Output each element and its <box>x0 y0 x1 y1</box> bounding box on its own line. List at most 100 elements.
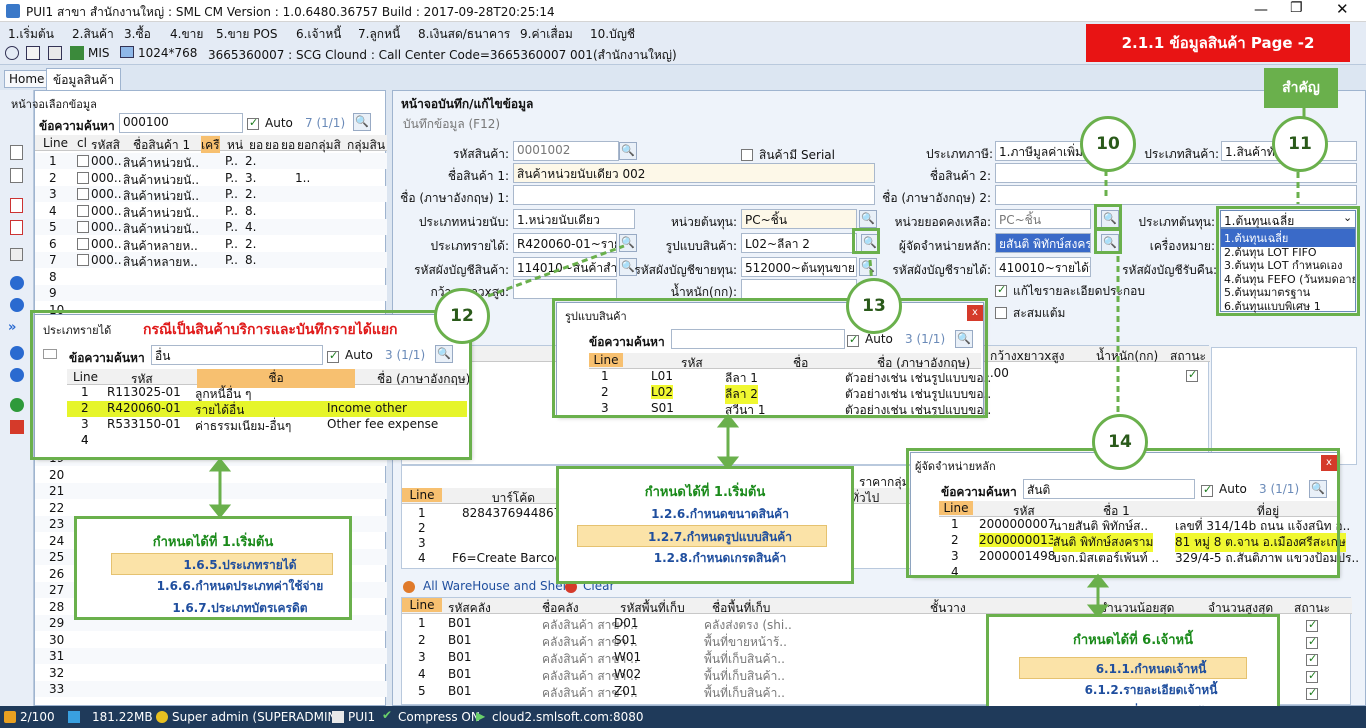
stock-unit-search-icon[interactable]: 🔍 <box>1101 210 1119 228</box>
clear-icon[interactable] <box>565 581 577 593</box>
list-icon[interactable] <box>10 248 23 261</box>
cost-option[interactable]: 1.ต้นทุนเฉลี่ย <box>1221 229 1355 247</box>
table-row[interactable]: 32 <box>35 665 387 681</box>
pattern-field[interactable]: L02~ลีลา 2 <box>741 233 857 253</box>
menu-buy[interactable]: 3.ซื้อ <box>124 27 151 41</box>
income-acc-field[interactable]: 410010~รายได้จาก <box>995 257 1091 277</box>
row-checkbox[interactable] <box>77 204 89 217</box>
menu-sell[interactable]: 4.ขาย <box>170 27 204 41</box>
tab-product-info[interactable]: ข้อมูลสินค้า <box>46 68 121 93</box>
table-row[interactable]: 9 <box>35 285 387 301</box>
supplier-search-icon[interactable]: 🔍 <box>1309 480 1327 498</box>
table-row[interactable]: 24 <box>35 533 387 549</box>
income-search-icon[interactable]: 🔍 <box>619 234 637 252</box>
unit-row-status[interactable] <box>1186 368 1198 382</box>
name1-field[interactable]: สินค้าหน่วยนับเดียว 002 <box>513 163 875 183</box>
wh-row-status[interactable] <box>1306 652 1318 666</box>
close-red-icon[interactable] <box>10 420 24 434</box>
supplier-search-input[interactable]: สันติ <box>1023 479 1195 499</box>
delete-icon[interactable] <box>10 220 23 235</box>
help-icon[interactable] <box>10 398 24 412</box>
wh-row-status[interactable] <box>1306 669 1318 683</box>
minimize-button[interactable]: — <box>1254 2 1268 18</box>
acc-search-icon[interactable]: 🔍 <box>619 258 637 276</box>
table-row[interactable]: 28 <box>35 599 387 615</box>
income-search-icon[interactable]: 🔍 <box>435 345 453 363</box>
eng1-field[interactable] <box>513 185 875 205</box>
menu-pos[interactable]: 5.ขาย POS <box>216 27 278 41</box>
row-checkbox[interactable] <box>77 221 89 233</box>
search-input[interactable]: 000100 <box>119 113 243 133</box>
income-search-input[interactable]: อื่น <box>151 345 323 365</box>
table-row[interactable]: 8 <box>35 269 387 285</box>
clock-icon[interactable] <box>5 46 19 60</box>
maximize-button[interactable]: ❐ <box>1290 0 1303 16</box>
edit-detail-checkbox[interactable] <box>995 283 1007 297</box>
close-button[interactable]: ✕ <box>1336 0 1349 18</box>
pattern-close-icon[interactable]: x <box>967 305 983 321</box>
calc-icon[interactable] <box>48 46 62 60</box>
cost-unit-search-icon[interactable]: 🔍 <box>859 210 877 228</box>
menu-product[interactable]: 2.สินค้า <box>72 27 114 41</box>
up-arrow-icon[interactable] <box>10 346 24 360</box>
table-row[interactable]: 10 <box>35 302 387 318</box>
row-checkbox[interactable] <box>77 155 89 167</box>
cost-option[interactable]: 4.ต้นทุน FEFO (วันหมดอายุ) <box>1224 272 1355 286</box>
menu-cash[interactable]: 8.เงินสด/ธนาคาร <box>418 27 511 41</box>
menu-account[interactable]: 10.บัญชี <box>590 27 636 41</box>
menu-payable[interactable]: 6.เจ้าหนี้ <box>296 27 342 41</box>
save-button[interactable]: บันทึกข้อมูล (F12) <box>403 117 501 131</box>
forward-arrow-icon[interactable] <box>10 298 24 312</box>
sale-acc-field[interactable]: 512000~ต้นทุนขาย (l <box>741 257 857 277</box>
new-icon[interactable] <box>10 145 23 160</box>
table-row[interactable]: 31 <box>35 648 387 664</box>
menu-depreciation[interactable]: 9.ค่าเสื่อม <box>520 27 573 41</box>
row-checkbox[interactable] <box>77 171 89 184</box>
panel-icon[interactable] <box>26 46 40 60</box>
down-arrow-icon[interactable] <box>10 368 24 382</box>
row-checkbox[interactable] <box>77 237 89 250</box>
wh-row-status[interactable] <box>1306 635 1318 649</box>
name2-field[interactable] <box>995 163 1357 183</box>
pattern-search-input[interactable] <box>671 329 845 349</box>
tab-home[interactable]: Home <box>4 70 50 88</box>
cost-option[interactable]: 2.ต้นทุน LOT FIFO <box>1224 245 1317 259</box>
table-row[interactable]: 4 <box>939 565 1337 581</box>
warehouse-title[interactable]: All WareHouse and Shelf <box>423 579 571 593</box>
code-search-icon[interactable]: 🔍 <box>619 142 637 160</box>
table-row[interactable]: 2 <box>402 521 962 537</box>
code-field[interactable]: 0001002 <box>513 141 619 161</box>
wh-row-status[interactable] <box>1306 686 1318 700</box>
stock-unit-field[interactable]: PC~ชิ้น <box>995 209 1091 229</box>
cost-unit-field[interactable]: PC~ชิ้น <box>741 209 857 229</box>
wh-row-status[interactable] <box>1306 618 1318 632</box>
points-checkbox[interactable] <box>995 305 1007 319</box>
menu-receivable[interactable]: 7.ลูกหนี้ <box>358 27 401 41</box>
supplier-field[interactable]: ยสันติ พิทักษ์สงครา <box>995 233 1091 253</box>
auto-checkbox[interactable] <box>247 116 259 130</box>
row-checkbox[interactable] <box>77 188 89 200</box>
chart-icon[interactable] <box>70 46 84 60</box>
menu-start[interactable]: 1.เริ่มต้น <box>8 27 54 41</box>
table-row[interactable]: 30 <box>35 632 387 648</box>
back-arrow-icon[interactable] <box>10 276 24 290</box>
table-row[interactable]: 20 <box>35 467 387 483</box>
